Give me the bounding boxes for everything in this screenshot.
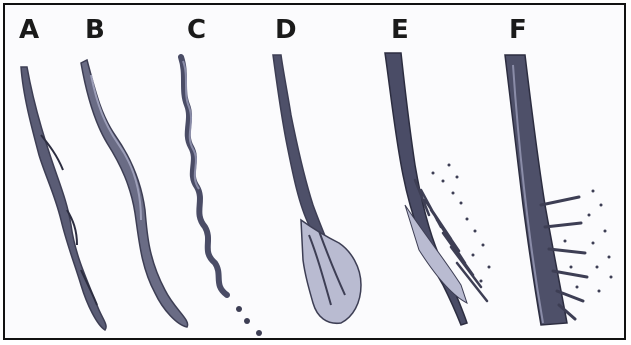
hair-c-drawing bbox=[181, 57, 262, 336]
hair-drawings bbox=[5, 5, 628, 342]
figure-frame: A B C D E F bbox=[3, 3, 626, 340]
hair-e-drawing bbox=[385, 53, 491, 325]
hair-b-drawing bbox=[81, 60, 188, 327]
hair-f-drawing bbox=[505, 55, 613, 325]
hair-d-drawing bbox=[273, 55, 361, 323]
